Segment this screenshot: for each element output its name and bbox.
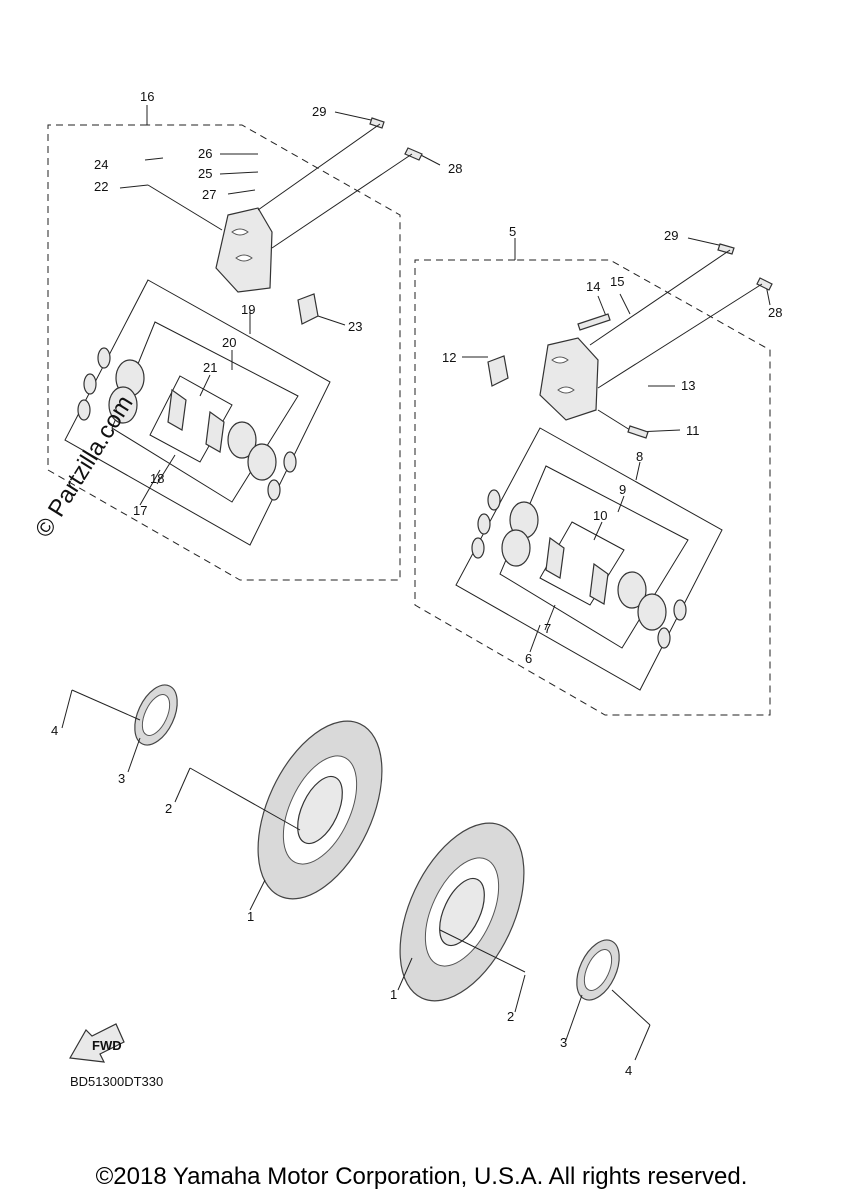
callout-28-left[interactable]: 28	[448, 161, 462, 176]
right-brake-pad[interactable]	[545, 536, 565, 579]
callout-8[interactable]: 8	[636, 449, 643, 464]
callout-3-right[interactable]: 3	[560, 1035, 567, 1050]
callout-14[interactable]: 14	[586, 279, 600, 294]
right-pad-clip[interactable]	[487, 355, 509, 387]
right-brake-pad-2[interactable]	[589, 562, 609, 605]
callout-4-right[interactable]: 4	[625, 1063, 632, 1078]
spacer-ring-right[interactable]	[568, 933, 628, 1006]
callout-20[interactable]: 20	[222, 335, 236, 350]
callout-2-right[interactable]: 2	[507, 1009, 514, 1024]
callout-17[interactable]: 17	[133, 503, 147, 518]
callout-11[interactable]: 11	[686, 423, 700, 438]
left-brake-pad-2[interactable]	[205, 410, 225, 453]
callout-19[interactable]: 19	[241, 302, 255, 317]
callout-10[interactable]: 10	[593, 508, 607, 523]
callout-28-right[interactable]: 28	[768, 305, 782, 320]
callout-23[interactable]: 23	[348, 319, 362, 334]
callout-26[interactable]: 26	[198, 146, 212, 161]
callout-2-left[interactable]: 2	[165, 801, 172, 816]
callout-6[interactable]: 6	[525, 651, 532, 666]
right-caliper-assembly	[414, 237, 773, 716]
callout-3-left[interactable]: 3	[118, 771, 125, 786]
callout-12[interactable]: 12	[442, 350, 456, 365]
callout-21[interactable]: 21	[203, 360, 217, 375]
callout-13[interactable]: 13	[681, 378, 695, 393]
callout-27[interactable]: 27	[202, 187, 216, 202]
callout-29-left[interactable]: 29	[312, 104, 326, 119]
right-caliper-body[interactable]	[539, 337, 599, 421]
callout-5[interactable]: 5	[509, 224, 516, 239]
callout-25[interactable]: 25	[198, 166, 212, 181]
fwd-arrow: FWD	[69, 1023, 125, 1063]
callout-4-left[interactable]: 4	[51, 723, 58, 738]
callout-18[interactable]: 18	[150, 471, 164, 486]
fwd-label: FWD	[92, 1038, 122, 1053]
callout-22[interactable]: 22	[94, 179, 108, 194]
front-disc-left[interactable]	[233, 702, 408, 918]
diagram-code: BD51300DT330	[70, 1074, 164, 1089]
callout-29-right[interactable]: 29	[664, 228, 678, 243]
right-piston-seals[interactable]	[471, 489, 687, 649]
callout-1-right[interactable]: 1	[390, 987, 397, 1002]
spacer-ring-left[interactable]	[126, 678, 186, 751]
left-caliper-assembly	[47, 105, 441, 581]
copyright-notice: ©2018 Yamaha Motor Corporation, U.S.A. A…	[95, 1163, 748, 1190]
left-pad-clip[interactable]	[297, 293, 319, 325]
left-caliper-body[interactable]	[215, 207, 273, 293]
left-brake-pad[interactable]	[167, 388, 187, 431]
callout-1-left[interactable]: 1	[247, 909, 254, 924]
callout-9[interactable]: 9	[619, 482, 626, 497]
callout-24[interactable]: 24	[94, 157, 108, 172]
callout-15[interactable]: 15	[610, 274, 624, 289]
callout-7[interactable]: 7	[544, 621, 551, 636]
callout-16[interactable]: 16	[140, 89, 154, 104]
left-piston-seals[interactable]	[77, 347, 297, 501]
front-disc-right[interactable]	[375, 804, 550, 1020]
